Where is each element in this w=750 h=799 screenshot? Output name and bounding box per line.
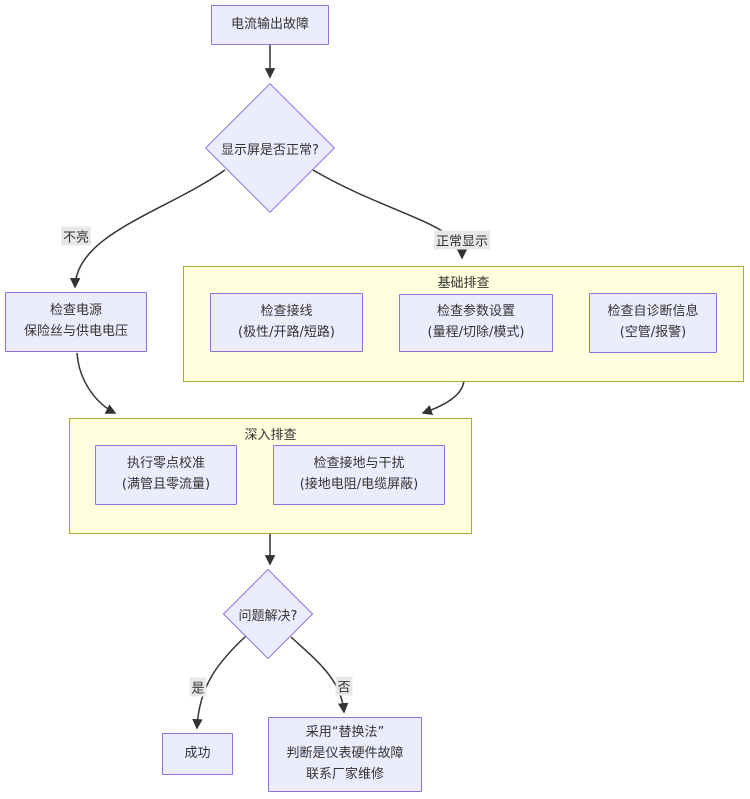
- edge-label-not-lit: 不亮: [60, 226, 92, 246]
- node-grounding-line2: (接地电阻/电缆屏蔽): [299, 477, 419, 492]
- node-wiring-line1: 检查接线: [260, 303, 313, 319]
- node-solved-decision-label: 问题解决?: [208, 602, 328, 626]
- node-zero-line1: 执行零点校准: [126, 456, 205, 472]
- node-zero-calibration: 执行零点校准 (满管且零流量): [95, 445, 237, 505]
- display-decision-text: 显示屏是否正常?: [221, 142, 319, 158]
- edge-solved-decision-to-success: [192, 635, 247, 730]
- node-start-label: 电流输出故障: [230, 16, 309, 32]
- node-params-check: 检查参数设置 (量程/切除/模式): [399, 294, 553, 352]
- node-replace-method: 采用“替换法” 判断是仪表硬件故障 联系厂家维修: [268, 717, 422, 792]
- node-wiring-check: 检查接线 (极性/开路/短路): [210, 293, 363, 352]
- node-selfdiag-line1: 检查自诊断信息: [607, 304, 699, 320]
- subgraph-deep-title: 深入排查: [244, 428, 297, 443]
- node-grounding-line1: 检查接地与干扰: [313, 456, 405, 472]
- node-display-decision-label: 显示屏是否正常?: [195, 136, 345, 160]
- node-power-line1: 检查电源: [49, 303, 102, 319]
- node-selfdiag-line2: (空管/报警): [619, 325, 687, 340]
- node-grounding-check: 检查接地与干扰 (接地电阻/电缆屏蔽): [273, 445, 445, 505]
- node-power-check: 检查电源 保险丝与供电电压: [5, 292, 147, 352]
- node-replace-line2: 判断是仪表硬件故障: [286, 746, 404, 762]
- node-wiring-line2: (极性/开路/短路): [238, 324, 335, 340]
- node-start: 电流输出故障: [211, 5, 329, 45]
- node-selfdiag-check: 检查自诊断信息 (空管/报警): [589, 293, 717, 353]
- node-replace-line1: 采用“替换法”: [305, 725, 385, 741]
- node-replace-line3: 联系厂家维修: [305, 766, 384, 782]
- node-params-line1: 检查参数设置: [436, 304, 515, 320]
- solved-decision-text: 问题解决?: [238, 608, 298, 624]
- edge-basic-to-deep: [421, 379, 465, 416]
- node-power-line2: 保险丝与供电电压: [23, 324, 128, 339]
- subgraph-basic-title: 基础排查: [437, 276, 490, 291]
- edge-power-to-deep: [76, 352, 117, 414]
- node-zero-line2: (满管且零流量): [121, 477, 211, 492]
- node-success-label: 成功: [184, 745, 211, 761]
- edge-solved-decision-to-replace: [290, 636, 349, 714]
- node-params-line2: (量程/切除/模式): [427, 325, 525, 340]
- node-success: 成功: [162, 733, 233, 775]
- edge-label-no: 否: [335, 676, 353, 696]
- edge-label-yes: 是: [189, 677, 207, 697]
- edge-display-decision-to-power: [69, 169, 226, 289]
- edge-label-normal-display: 正常显示: [433, 230, 491, 250]
